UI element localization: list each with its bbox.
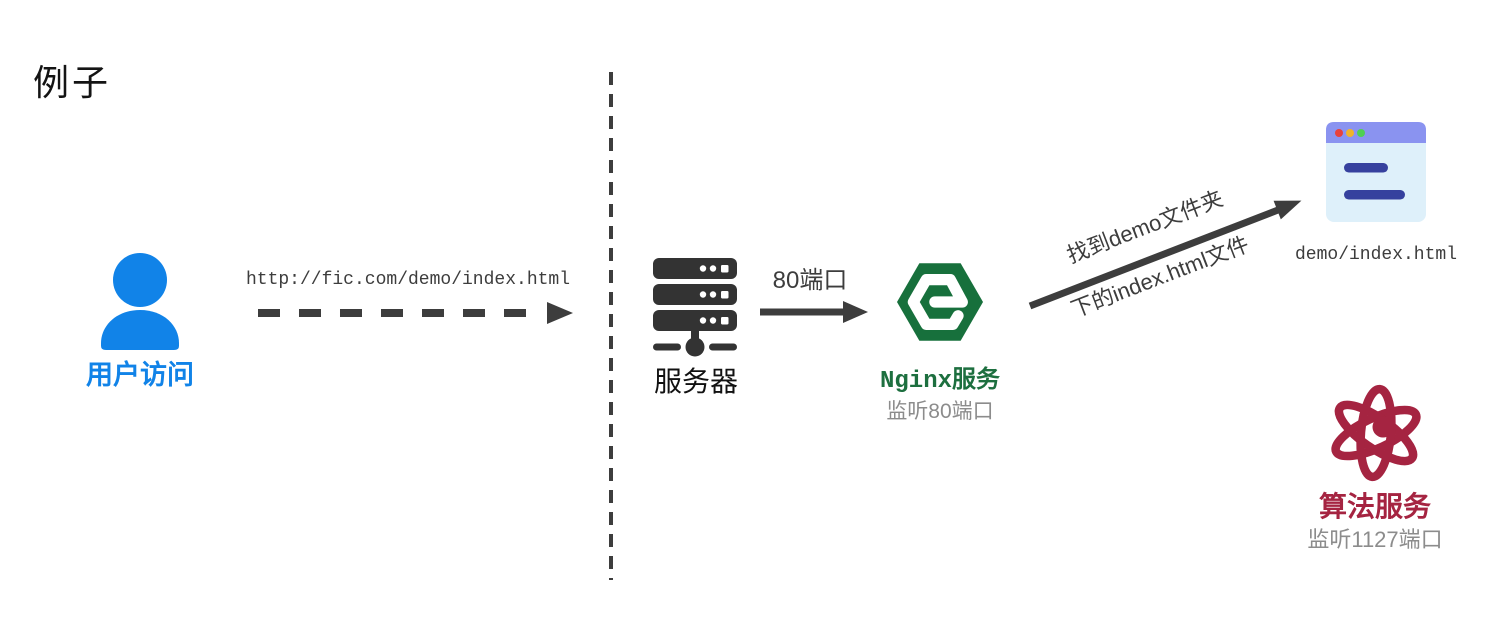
user-icon-head xyxy=(113,253,167,307)
lookup-arrow-line xyxy=(1028,206,1280,310)
user-icon xyxy=(101,253,179,350)
browser-dot-green-icon xyxy=(1357,129,1365,137)
atom-icon xyxy=(1331,384,1421,482)
browser-window-titlebar xyxy=(1326,122,1426,143)
lookup-arrow-head xyxy=(1273,200,1302,220)
section-divider-line xyxy=(609,72,613,580)
browser-dot-yellow-icon xyxy=(1346,129,1354,137)
browser-node-label: demo/index.html xyxy=(1294,245,1458,265)
browser-content-bar-1 xyxy=(1344,163,1388,173)
server-node-label: 服务器 xyxy=(653,366,738,397)
algorithm-node-label: 算法服务 xyxy=(1318,491,1431,522)
server-icon-leds xyxy=(699,265,729,325)
atom-nucleus xyxy=(1372,416,1394,438)
dashed-arrow-head xyxy=(547,302,573,324)
request-url-text: http://fic.com/demo/index.html xyxy=(245,270,571,290)
user-icon-body xyxy=(101,310,179,350)
nginx-hexagon-icon xyxy=(897,263,983,341)
browser-content-bar-2 xyxy=(1344,190,1405,200)
browser-window-icon xyxy=(1326,122,1426,222)
nginx-node-label: Nginx服务 xyxy=(879,368,1000,395)
nginx-node-sublabel: 监听80端口 xyxy=(886,400,994,423)
browser-dot-red-icon xyxy=(1335,129,1343,137)
port80-arrow-head xyxy=(843,301,868,323)
server-icon-racks xyxy=(653,258,737,357)
lookup-arrow xyxy=(1028,200,1302,310)
user-node-label: 用户访问 xyxy=(86,360,194,390)
server-icon xyxy=(653,258,737,357)
port80-arrow xyxy=(760,301,868,323)
dashed-request-arrow xyxy=(258,302,573,324)
algorithm-node-sublabel: 监听1127端口 xyxy=(1307,527,1443,552)
nginx-g-glyph xyxy=(907,274,968,330)
port80-arrow-label: 80端口 xyxy=(772,267,848,294)
page-title: 例子 xyxy=(33,62,112,103)
